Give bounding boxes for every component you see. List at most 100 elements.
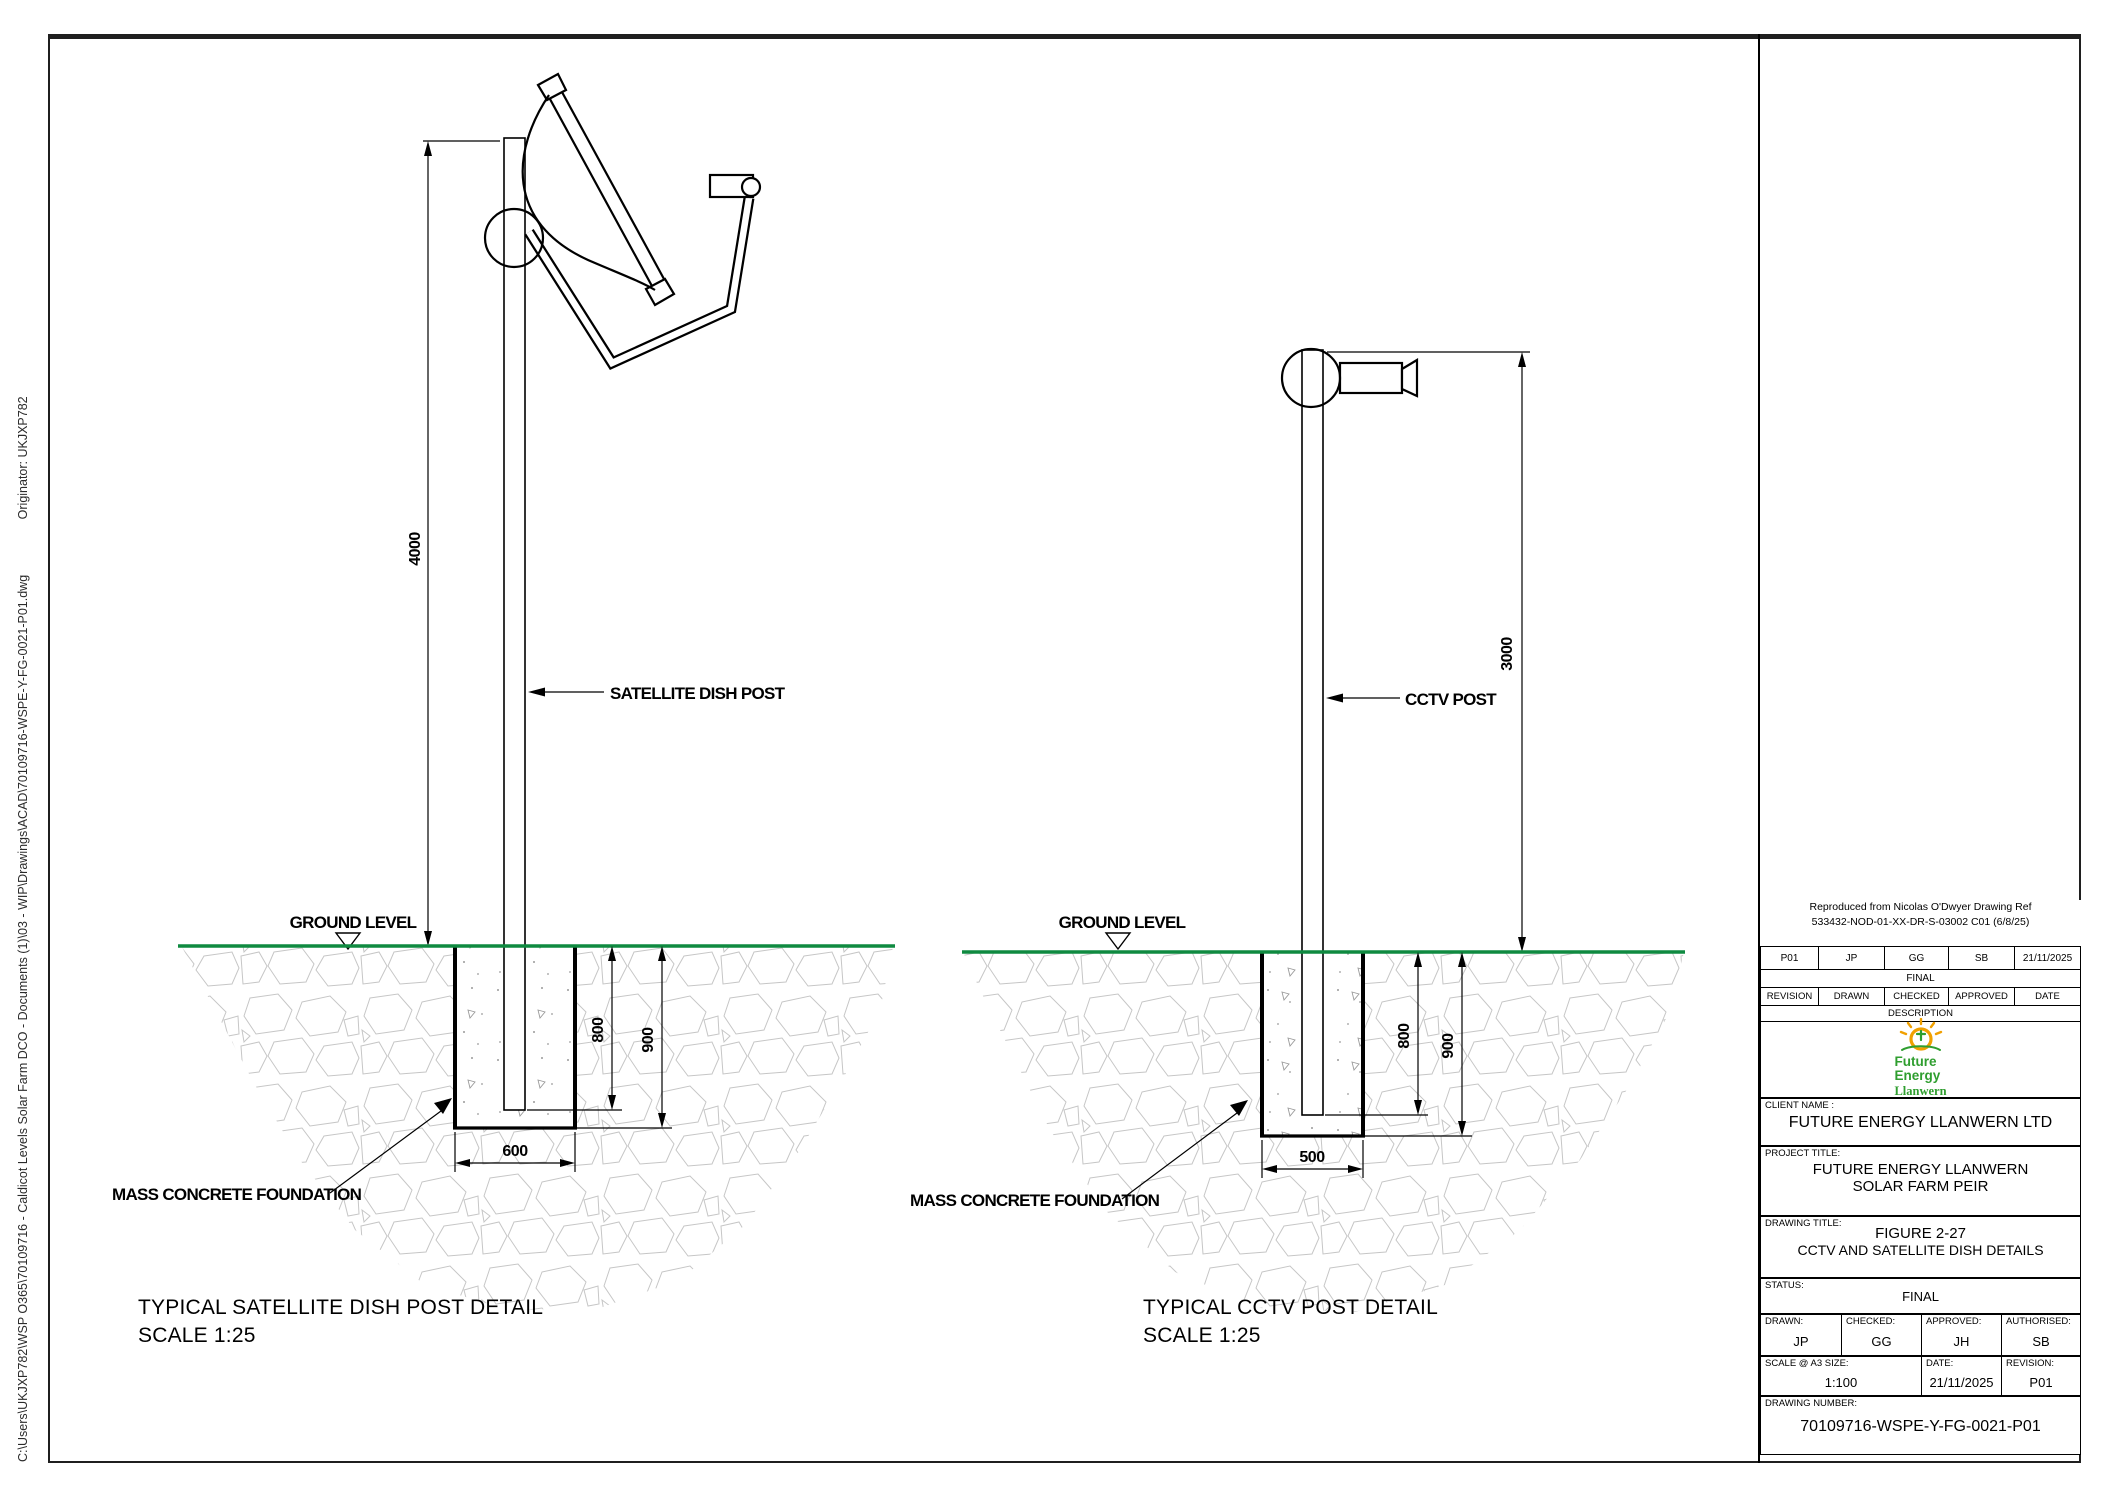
foundation-label-left: MASS CONCRETE FOUNDATION [112,1185,362,1204]
cctv-caption: TYPICAL CCTV POST DETAIL [1143,1296,1438,1319]
rev-header-approved: APPROVED [1948,988,2014,1005]
description-header-row: DESCRIPTION [1761,1005,2080,1020]
dish-top-cap [536,72,568,102]
dish-bottom-cap [644,277,676,307]
drawing-number-value: 70109716-WSPE-Y-FG-0021-P01 [1800,1418,2041,1436]
rev-value-revision: P01 [1780,952,1799,964]
dim-embedment-800-left [527,946,622,1111]
camera-body [1338,361,1404,395]
scale-cell: SCALE @ A3 SIZE: 1:100 [1765,1358,1858,1390]
date-cell: DATE: 21/11/2025 [1921,1357,2001,1395]
drawing-title-box: DRAWING TITLE: FIGURE 2-27 CCTV AND SATE… [1760,1216,2081,1278]
foundation-label-right: MASS CONCRETE FOUNDATION [910,1191,1160,1210]
revision-values-row: P01 JP GG SB 21/11/2025 [1761,947,2080,969]
dish-reflector-board [545,85,669,293]
dim-foundation-depth-900-left [577,946,672,1129]
dim-post-height-4000 [423,140,500,946]
project-title-box: PROJECT TITLE: FUTURE ENERGY LLANWERN SO… [1760,1146,2081,1216]
revision-headers-row: REVISION DRAWN CHECKED APPROVED DATE [1761,987,2080,1005]
satellite-dish [483,72,762,370]
cctv-post-detail: 3000 CCTV POST GROUND LEVEL 800 [910,347,1685,1347]
ground-level-label-right: GROUND LEVEL [1059,913,1186,932]
dim-text-3000: 3000 [1499,637,1516,671]
foundation-leader-right [1121,1100,1248,1200]
dim-embedment-800-right [1325,952,1428,1116]
foundation-leader-left [329,1098,452,1194]
logo-box: Future Energy Llanwern [1760,1018,2081,1101]
camera-lens-hood [1400,358,1419,398]
rev-header-drawn: DRAWN [1818,988,1884,1005]
client-name-label: CLIENT NAME : [1765,1100,1834,1111]
scale-date-revision-row: SCALE @ A3 SIZE: 1:100 DATE: 21/11/2025 … [1760,1356,2081,1396]
checked-cell: CHECKED: GG [1841,1315,1921,1355]
reproduced-note: Reproduced from Nicolas O'Dwyer Drawing … [1760,900,2081,946]
ground-level-marker-left [334,932,362,951]
satellite-post-leader [528,687,604,697]
cctv-scale-note: SCALE 1:25 [1143,1324,1261,1347]
dim-text-900-left: 900 [640,1027,657,1053]
client-name-box: CLIENT NAME : FUTURE ENERGY LLANWERN LTD [1760,1098,2081,1146]
dim-text-600: 600 [502,1143,528,1160]
cctv-post [1301,349,1324,1116]
logo-text-future: Future [1894,1054,1937,1070]
drawn-cell: DRAWN: JP [1765,1316,1809,1349]
dim-text-800-left: 800 [590,1017,607,1043]
status-label: STATUS: [1765,1280,1804,1291]
project-title-label: PROJECT TITLE: [1765,1148,1841,1159]
revision-table: P01 JP GG SB 21/11/2025 FINAL REVISION D… [1760,946,2081,1023]
status-value: FINAL [1902,1289,1939,1305]
dim-text-800-right: 800 [1396,1023,1413,1049]
cctv-camera [1280,347,1419,409]
project-title-line1: FUTURE ENERGY LLANWERN [1812,1161,2029,1179]
dish-mount-bracket-inner [526,197,753,368]
satellite-dish-post [503,137,526,1111]
dim-foundation-width-500 [1261,1140,1364,1178]
lnb-end [740,176,762,198]
drawing-title-line1: FIGURE 2-27 [1875,1225,1966,1243]
rev-value-date: 21/11/2025 [2014,947,2080,969]
future-energy-logo: Future Energy Llanwern [1761,1018,2080,1101]
satellite-post-detail: 4000 SATELLITE DISH POST GROUND LEVEL 80… [112,72,895,1347]
description-header: DESCRIPTION [1888,1007,1953,1019]
logo-sun-icon [1899,1018,1942,1052]
revision-description-row: FINAL [1761,969,2080,987]
project-title-line2: SOLAR FARM PEIR [1852,1178,1989,1196]
authorised-cell: AUTHORISED: SB [2001,1315,2080,1355]
ground-level-label-left: GROUND LEVEL [290,913,417,932]
drawing-number-label: DRAWING NUMBER: [1765,1398,1858,1409]
ground-level-marker-right [1104,932,1132,951]
logo-text-energy: Energy [1894,1068,1941,1084]
dim-text-900-right: 900 [1440,1033,1457,1059]
drawing-title-line2: CCTV AND SATELLITE DISH DETAILS [1797,1242,2044,1259]
title-block: Reproduced from Nicolas O'Dwyer Drawing … [1758,34,2081,1463]
satellite-post-label: SATELLITE DISH POST [610,684,786,703]
cctv-post-label: CCTV POST [1405,690,1497,709]
dim-foundation-depth-900-right [1365,952,1472,1137]
dim-text-500: 500 [1299,1149,1325,1166]
dim-post-height-3000 [1327,351,1530,952]
approved-cell: APPROVED: JH [1921,1315,2001,1355]
revision-cell: REVISION: P01 [2001,1357,2080,1395]
dish-curve [521,94,656,291]
rev-description-value: FINAL [1906,973,1935,984]
sheet-border [48,34,2081,1463]
rev-header-checked: CHECKED [1884,988,1948,1005]
satellite-caption: TYPICAL SATELLITE DISH POST DETAIL [138,1296,543,1319]
rev-header-revision: REVISION [1766,991,1813,1002]
drawing-number-box: DRAWING NUMBER: 70109716-WSPE-Y-FG-0021-… [1760,1396,2081,1455]
dim-foundation-width-600 [454,1132,576,1172]
camera-mount-ring [1280,347,1342,409]
status-box: STATUS: FINAL [1760,1278,2081,1314]
rev-value-drawn: JP [1818,947,1884,969]
rev-value-checked: GG [1884,947,1948,969]
rev-header-date: DATE [2014,988,2080,1005]
drawing-title-label: DRAWING TITLE: [1765,1218,1842,1229]
people-row: DRAWN: JP CHECKED: GG APPROVED: JH AUTHO… [1760,1314,2081,1356]
dish-mount-ring [483,207,545,269]
satellite-scale-note: SCALE 1:25 [138,1324,256,1347]
rev-value-approved: SB [1948,947,2014,969]
dim-text-4000: 4000 [407,532,424,566]
cctv-post-leader [1326,693,1400,703]
